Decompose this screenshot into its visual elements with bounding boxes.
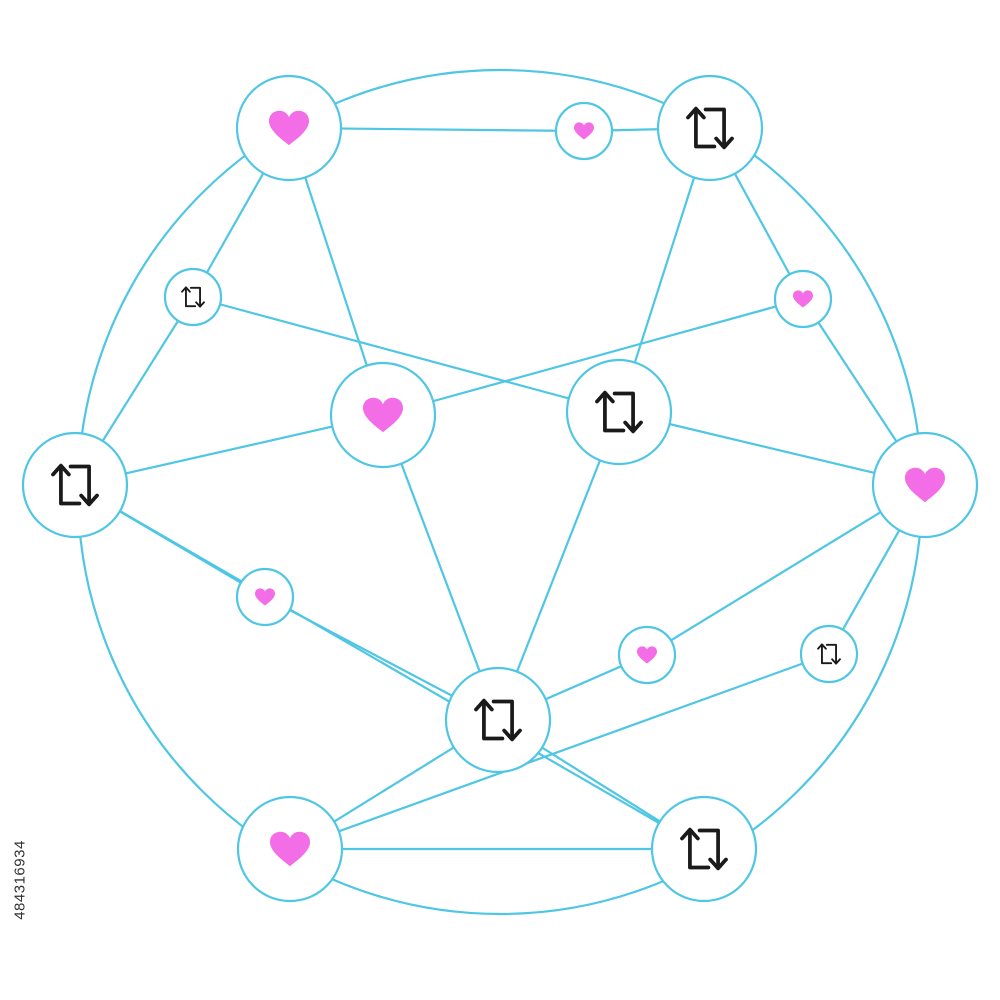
edge-n6-n5: [382, 297, 804, 417]
heart-icon: [574, 122, 594, 140]
heart-node-n2: [554, 101, 614, 161]
heart-node-n1: [235, 74, 343, 182]
edge-n6-n13: [381, 414, 500, 721]
edge-n8-n15: [74, 484, 705, 850]
repost-icon: [680, 827, 728, 871]
repost-node-n4: [163, 267, 223, 327]
repost-icon: [817, 643, 841, 665]
repost-node-n7: [565, 358, 673, 466]
edge-n7-n13: [496, 411, 621, 721]
node-circle: [650, 795, 758, 903]
node-circle: [163, 267, 223, 327]
node-circle: [799, 624, 859, 684]
stock-id-label: 484316934: [2, 760, 38, 1000]
edge-n4-n7: [192, 295, 620, 414]
heart-icon: [270, 831, 310, 867]
repost-node-n13: [444, 666, 552, 774]
node-circle: [565, 358, 673, 466]
repost-node-n3: [656, 74, 764, 182]
repost-icon: [595, 390, 643, 434]
heart-icon: [363, 397, 403, 433]
heart-icon: [255, 588, 275, 606]
heart-node-n9: [871, 431, 979, 539]
repost-node-n15: [650, 795, 758, 903]
node-circle: [21, 431, 129, 539]
heart-icon: [269, 110, 309, 146]
edge-n12-n14: [289, 652, 830, 851]
stock-id-text: 484316934: [11, 840, 29, 920]
heart-icon: [905, 467, 945, 503]
heart-node-n11: [617, 625, 677, 685]
repost-node-n12: [799, 624, 859, 684]
heart-node-n6: [329, 361, 437, 469]
heart-node-n5: [773, 269, 833, 329]
repost-icon: [181, 286, 205, 308]
repost-icon: [686, 106, 734, 150]
heart-node-n10: [235, 567, 295, 627]
repost-icon: [51, 463, 99, 507]
outer-ring: [76, 68, 924, 916]
repost-icon: [474, 698, 522, 742]
node-circle: [656, 74, 764, 182]
heart-icon: [637, 646, 657, 664]
heart-node-n14: [236, 795, 344, 903]
repost-node-n8: [21, 431, 129, 539]
node-circle: [444, 666, 552, 774]
heart-icon: [793, 290, 813, 308]
edge-n9-n11: [646, 484, 926, 656]
